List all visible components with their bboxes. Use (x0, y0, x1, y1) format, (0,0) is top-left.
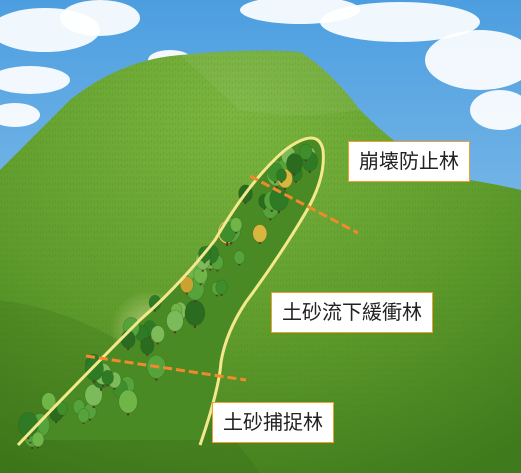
boundary-line-lower (85, 354, 247, 382)
clouds (0, 0, 521, 130)
sediment-capture-forest-label: 土砂捕捉林 (212, 402, 334, 443)
collapse-prevention-forest-label: 崩壊防止林 (348, 141, 470, 182)
sediment-flow-buffer-forest-label: 土砂流下緩衝林 (271, 292, 433, 333)
forest-zone-outline (16, 136, 325, 447)
forest-trees (18, 143, 318, 449)
boundary-line-upper (249, 174, 359, 235)
